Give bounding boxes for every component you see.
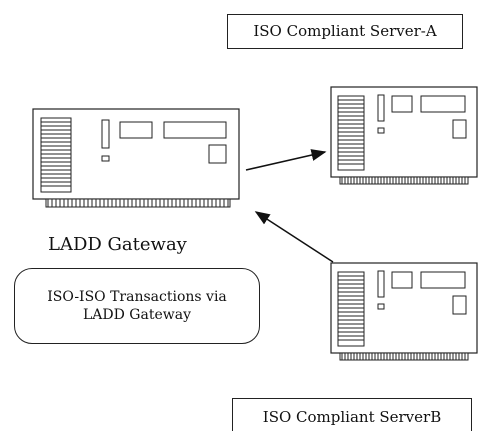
server-a-label: ISO Compliant Server-A [227, 14, 463, 49]
gateway-server-icon [32, 108, 248, 220]
server-a-icon [330, 86, 480, 196]
server-b-label: ISO Compliant ServerB [232, 398, 472, 431]
gateway-label: LADD Gateway [48, 234, 187, 255]
server-b-icon [330, 262, 480, 372]
transactions-note: ISO-ISO Transactions via LADD Gateway [14, 268, 260, 344]
arrow-gateway-to-server-a [245, 149, 327, 171]
arrow-server-b-to-gateway [254, 211, 334, 263]
